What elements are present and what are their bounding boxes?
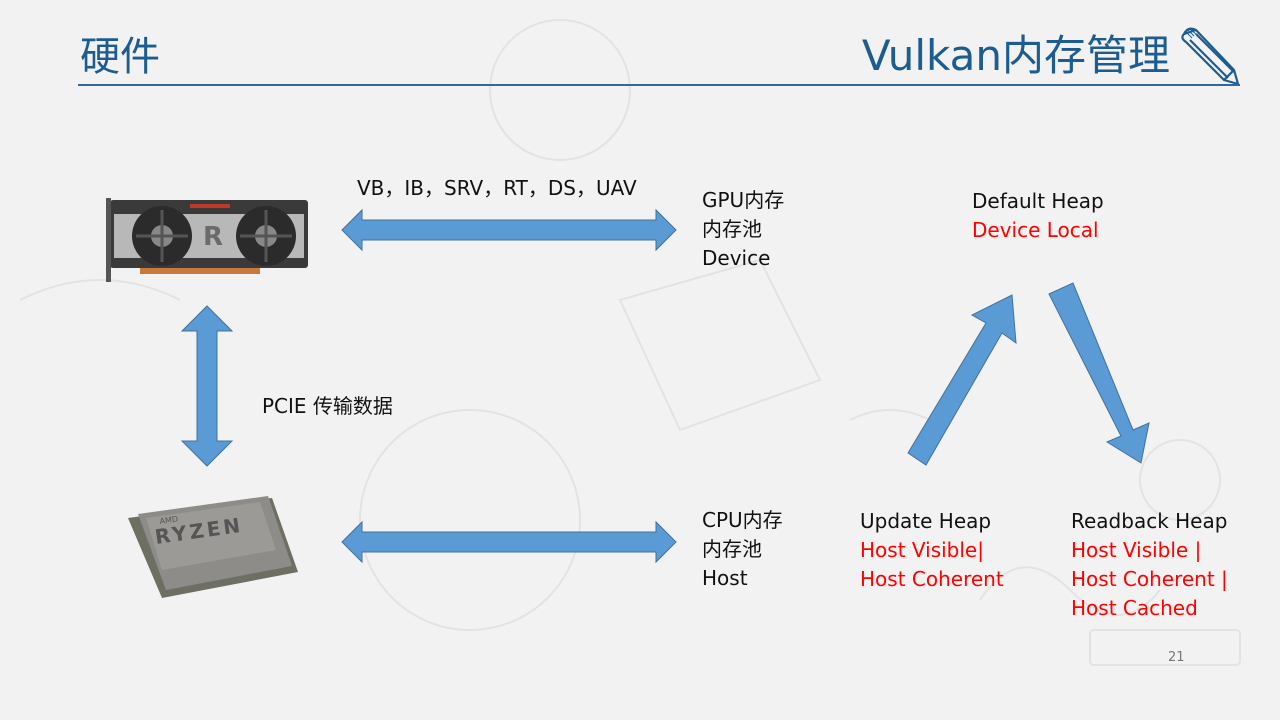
cpu-memory-line1: CPU内存 xyxy=(702,508,783,532)
cpu-memory-label: CPU内存 内存池 Host xyxy=(702,506,783,593)
update-heap-title: Update Heap xyxy=(860,509,992,533)
cpu-maker-mark: AMD xyxy=(159,514,179,525)
title-divider xyxy=(78,84,1240,86)
page-number: 21 xyxy=(1168,650,1185,665)
default-heap-block: Default Heap Device Local xyxy=(972,187,1104,245)
down-heap-arrow xyxy=(1048,282,1150,464)
gpu-brand-mark: R xyxy=(203,222,223,252)
update-heap-flag: Host Visible| xyxy=(860,538,984,562)
update-heap-block: Update Heap Host Visible| Host Coherent xyxy=(860,507,1004,594)
slide-topic-title: Vulkan内存管理 xyxy=(861,31,1170,80)
slide-title: 硬件 xyxy=(80,34,160,80)
default-heap-flag: Device Local xyxy=(972,218,1099,242)
readback-heap-flag: Host Coherent | xyxy=(1071,567,1228,591)
up-heap-arrow xyxy=(907,294,1017,466)
pcie-vertical-double-arrow xyxy=(180,305,234,467)
graphics-card-image: R xyxy=(106,198,308,282)
ryzen-cpu-image: AMD RYZEN xyxy=(128,496,298,598)
pencil-icon xyxy=(1181,27,1240,86)
readback-heap-title: Readback Heap xyxy=(1071,509,1228,533)
pcie-transfer-label: PCIE 传输数据 xyxy=(262,394,393,418)
default-heap-title: Default Heap xyxy=(972,189,1104,213)
gpu-memory-line3: Device xyxy=(702,246,771,270)
gpu-memory-label: GPU内存 内存池 Device xyxy=(702,186,784,273)
readback-heap-flag: Host Cached xyxy=(1071,596,1198,620)
cpu-memory-double-arrow xyxy=(341,520,677,564)
gpu-memory-line2: 内存池 xyxy=(702,217,762,241)
update-heap-flag: Host Coherent xyxy=(860,567,1004,591)
gpu-memory-double-arrow xyxy=(341,208,677,252)
readback-heap-flag: Host Visible | xyxy=(1071,538,1202,562)
cpu-memory-line2: 内存池 xyxy=(702,537,762,561)
gpu-memory-line1: GPU内存 xyxy=(702,188,785,212)
buffer-types-label: VB，IB，SRV，RT，DS，UAV xyxy=(357,176,637,200)
cpu-memory-line3: Host xyxy=(702,566,748,590)
readback-heap-block: Readback Heap Host Visible | Host Cohere… xyxy=(1071,507,1228,623)
